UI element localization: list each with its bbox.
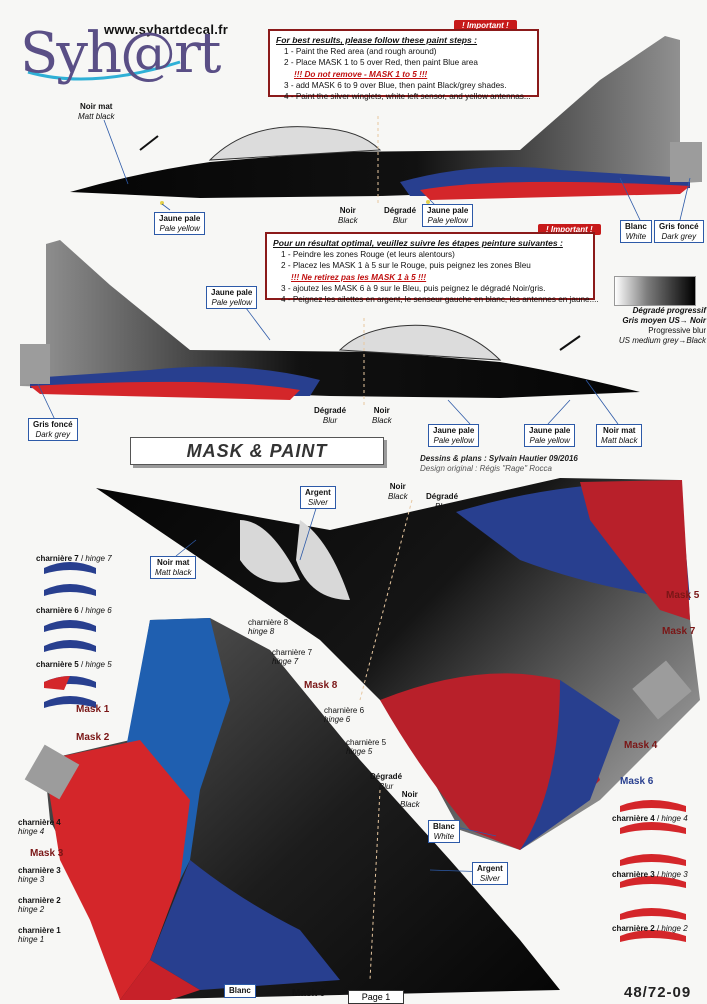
hinge-shapes-left [44, 562, 96, 708]
page-number: Page 1 [348, 990, 404, 1004]
bottom-view [24, 618, 560, 1000]
mask-3-label: Mask 3 [30, 848, 64, 859]
instructions-heading-fr: Pour un résultat optimal, veuillez suivr… [273, 238, 563, 248]
hinge-2-label-r: charnière 2 / hinge 2 [612, 924, 688, 933]
logo-swoosh [27, 60, 181, 81]
product-reference: 48/72-09 [624, 984, 692, 1001]
instructions-step-2-en: 2 - Place MASK 1 to 5 over Red, then pai… [284, 58, 478, 68]
instructions-step-2-fr: 2 - Placez les MASK 1 à 5 sur le Rouge, … [281, 261, 531, 271]
instructions-step-3-en: 3 - add MASK 6 to 9 over Blue, then pain… [284, 80, 507, 90]
top-view [96, 478, 700, 850]
important-badge-fr: ! Important ! [538, 224, 601, 235]
mask-1-label: Mask 1 [76, 704, 110, 715]
instructions-step-1-en: 1 - Paint the Red area (and rough around… [284, 47, 437, 57]
instructions-box-fr: Pour un résultat optimal, veuillez suivr… [265, 232, 599, 304]
label-blanc-3: Blanc [224, 984, 256, 998]
hinge-7-label: charnière 7 / hinge 7 [36, 554, 112, 563]
credits: Dessins & plans : Sylvain Hautier 09/201… [420, 454, 578, 473]
side-view-2 [20, 240, 640, 406]
important-badge-en: ! Important ! [454, 20, 517, 31]
mask-6-label: Mask 6 [620, 776, 654, 787]
hinge-6-label: charnière 6 / hinge 6 [36, 606, 112, 615]
gradient-swatch [614, 276, 696, 306]
hinge-3-label-r: charnière 3 / hinge 3 [612, 870, 688, 879]
mask-9-label: Mask 9 [292, 988, 326, 999]
instructions-step-4-fr: 4 - Peignez les ailettes en argent, le s… [281, 295, 599, 305]
section-title: MASK & PAINT [130, 437, 384, 465]
side-view-1 [70, 36, 702, 206]
brand-logo: Syh@rt [20, 21, 221, 86]
instructions-step-4-en: 4 - Paint the silver winglets, white lef… [284, 92, 531, 102]
instructions-warning-en: !!! Do not remove - MASK 1 to 5 !!! [294, 69, 428, 79]
mask-2-label: Mask 2 [76, 732, 110, 743]
mask-4-label: Mask 4 [624, 740, 658, 751]
hinge-5-label: charnière 5 / hinge 5 [36, 660, 112, 669]
instructions-heading-en: For best results, please follow these pa… [276, 35, 478, 45]
mask-8-label: Mask 8 [304, 680, 338, 691]
hinge-4-label-r: charnière 4 / hinge 4 [612, 814, 688, 823]
mask-5-label: Mask 5 [666, 590, 700, 601]
leader-lines [37, 119, 691, 873]
gradient-legend: Dégradé progressif Gris moyen US→ Noir P… [618, 306, 706, 345]
instructions-step-1-fr: 1 - Peindre les zones Rouge (et leurs al… [281, 250, 455, 260]
instructions-box-en: For best results, please follow these pa… [268, 29, 539, 101]
instructions-warning-fr: !!! Ne retirez pas les MASK 1 à 5 !!! [291, 272, 427, 282]
hinge-shapes-right [620, 800, 686, 942]
mask-7-label: Mask 7 [662, 626, 696, 637]
site-url[interactable]: www.syhartdecal.fr [104, 22, 229, 37]
instructions-step-3-fr: 3 - ajoutez les MASK 6 à 9 sur le Bleu, … [281, 283, 546, 293]
